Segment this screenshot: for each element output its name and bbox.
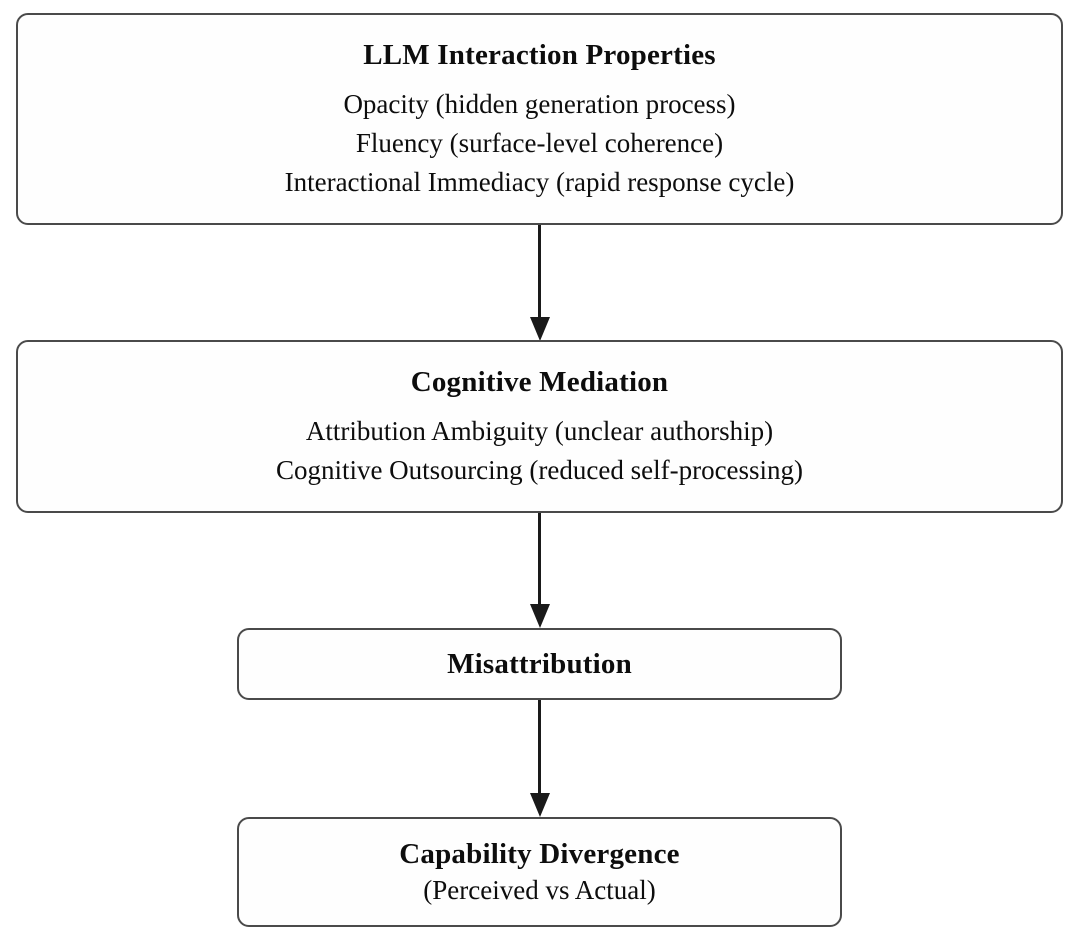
node-item-opacity: Opacity (hidden generation process) [343,88,736,119]
arrow-line [538,700,541,794]
node-item-perceived-vs-actual: (Perceived vs Actual) [423,875,656,905]
arrow-line [538,225,541,318]
node-title: Misattribution [447,648,632,680]
node-item-cognitive-outsourcing: Cognitive Outsourcing (reduced self-proc… [275,454,804,485]
arrow-head-down-icon [529,604,550,628]
arrow-head-down-icon [529,793,550,817]
node-item-attribution-ambiguity: Attribution Ambiguity (unclear authorshi… [305,415,774,446]
node-item-interactional-immediacy: Interactional Immediacy (rapid response … [284,166,795,197]
node-item-fluency: Fluency (surface-level coherence) [355,127,724,158]
node-cognitive-mediation: Cognitive Mediation Attribution Ambiguit… [16,340,1063,513]
arrow-line [538,513,541,605]
node-llm-interaction-properties: LLM Interaction Properties Opacity (hidd… [16,13,1063,225]
arrow-down-3 [529,700,550,817]
node-title: Capability Divergence [399,838,680,870]
node-title: Cognitive Mediation [410,365,669,398]
arrow-down-2 [529,513,550,628]
node-title: LLM Interaction Properties [363,38,716,71]
arrow-down-1 [529,225,550,341]
node-capability-divergence: Capability Divergence (Perceived vs Actu… [237,817,842,927]
node-misattribution: Misattribution [237,628,842,700]
arrow-head-down-icon [529,317,550,341]
